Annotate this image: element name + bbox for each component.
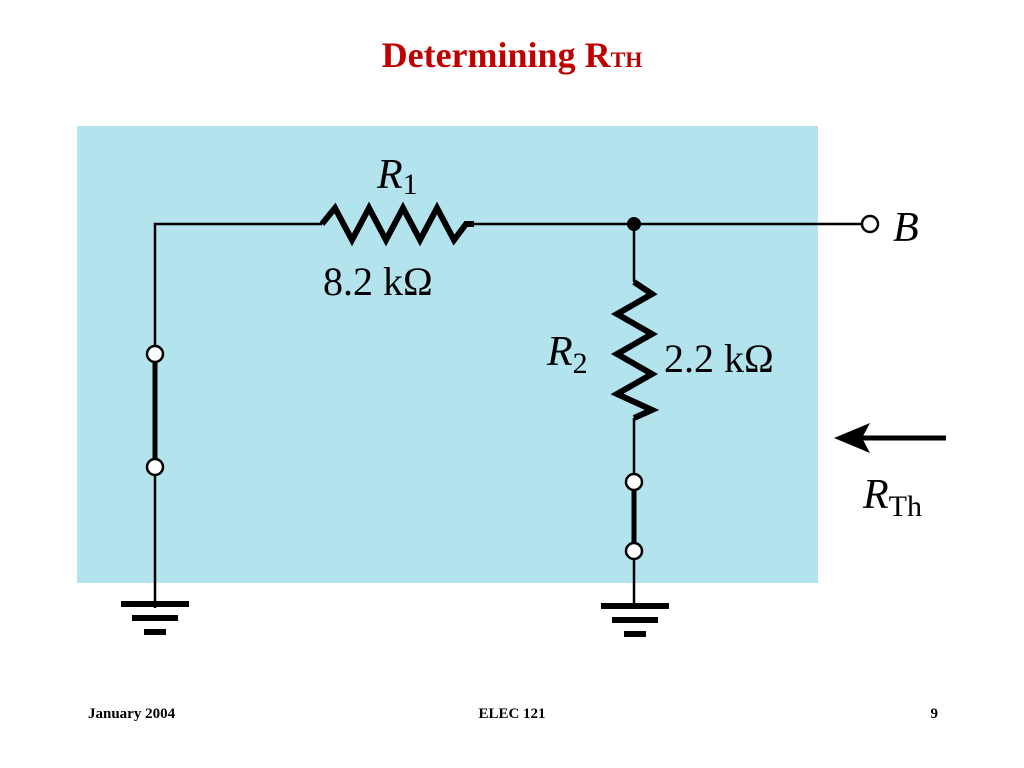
- node-b-label: B: [893, 205, 919, 251]
- r1-subscript: 1: [403, 168, 418, 201]
- footer-course: ELEC 121: [478, 706, 546, 722]
- terminal-b: [860, 214, 880, 234]
- r1-resistor: [319, 201, 474, 247]
- r2-resistor: [610, 279, 660, 421]
- terminal-right-bottom: [624, 541, 644, 561]
- r2-subscript: 2: [573, 347, 588, 380]
- left-upper-wire: [153, 222, 305, 346]
- terminal-left-bottom: [145, 457, 165, 477]
- rth-subscript: Th: [889, 490, 922, 523]
- arrow-left-icon: [834, 423, 870, 453]
- r2-value: 2.2 kΩ: [664, 336, 774, 381]
- ground-right-icon: [601, 603, 669, 637]
- wires: [153, 222, 862, 608]
- slide-title-main: Determining R: [381, 35, 611, 75]
- ground-left-icon: [121, 601, 189, 635]
- terminal-left-top: [145, 344, 165, 364]
- slide-title-subscript: TH: [610, 47, 643, 72]
- terminals: [145, 214, 880, 561]
- terminal-right-top: [624, 472, 644, 492]
- rth-label: RTh: [862, 472, 922, 523]
- circuit-background: [77, 126, 818, 583]
- slide-title: Determining RTH: [0, 34, 1024, 76]
- r2-label: R2: [546, 329, 588, 380]
- r1-label: R1: [376, 152, 418, 201]
- footer-date: January 2004: [88, 706, 176, 722]
- r1-value: 8.2 kΩ: [323, 259, 433, 304]
- junction-dot: [627, 217, 641, 231]
- footer-page-number: 9: [930, 706, 939, 722]
